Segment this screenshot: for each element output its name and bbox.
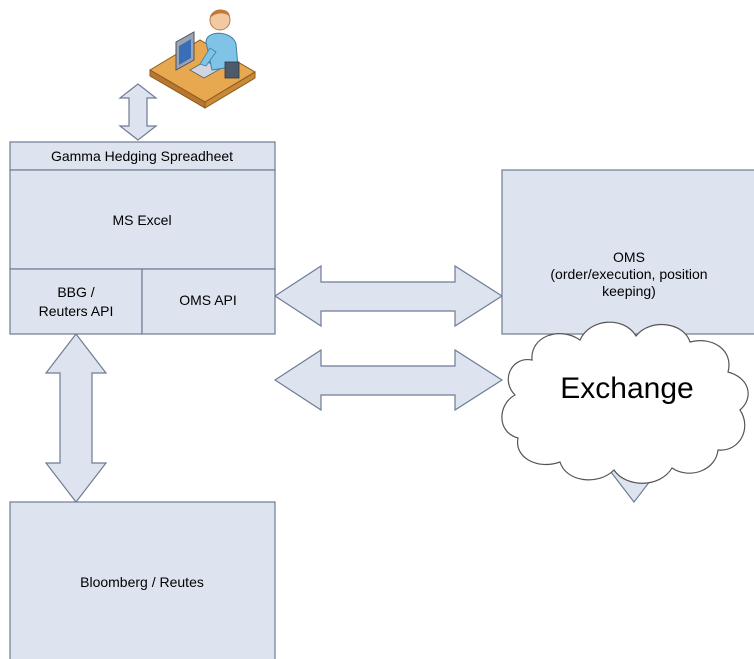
bbg-api-label-line2: Reuters API [39,303,114,319]
exchange-cloud [501,321,749,484]
oms-label-line2: (order/execution, position [550,266,707,282]
ms-excel-box [9,169,276,270]
bloomberg-exchange-arrow [273,348,504,412]
user-spreadsheet-arrow [118,83,158,141]
bbg-reuters-api-box [9,268,143,335]
oms-api-box [141,268,276,335]
spreadsheet-bloomberg-arrow [44,333,108,503]
spreadsheet-title: Gamma Hedging Spreadheet [51,148,233,164]
bloomberg-label: Bloomberg / Reutes [80,574,204,590]
user-at-computer-icon [149,9,256,109]
oms-api-label: OMS API [179,292,237,308]
bloomberg-box [9,501,276,659]
exchange-label: Exchange [560,372,693,405]
spreadsheet-oms-arrow [273,264,504,328]
spreadsheet-block [9,141,276,335]
ms-excel-label: MS Excel [112,212,171,228]
oms-box [501,169,754,335]
bbg-api-label-line1: BBG / [57,284,94,300]
oms-label-line3: keeping) [602,283,656,299]
spreadsheet-title-box [9,141,276,171]
oms-label-line1: OMS [613,249,645,265]
